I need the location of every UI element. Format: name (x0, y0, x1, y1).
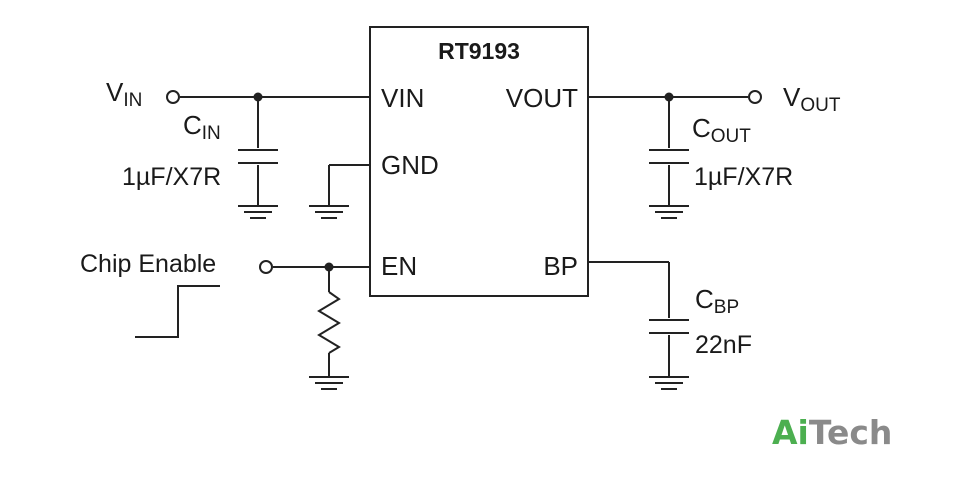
resistor-ground-symbol (309, 376, 349, 390)
cbp-value: 22nF (695, 331, 752, 359)
cbp-ground-symbol (649, 376, 689, 390)
pin-label-vin: VIN (381, 83, 424, 113)
cin-ground-symbol (238, 205, 278, 219)
vout-terminal-label: VOUT (783, 82, 841, 116)
gnd-ground-symbol (309, 205, 349, 219)
vin-net (166, 90, 370, 104)
cbp-capacitor (649, 319, 689, 376)
vout-terminal (748, 90, 762, 104)
cin-capacitor (238, 97, 278, 205)
chip-enable-label: Chip Enable (80, 250, 216, 278)
vin-terminal-label: VIN (106, 77, 142, 111)
pin-label-bp: BP (543, 251, 578, 281)
ic-body (369, 26, 589, 297)
cout-ground-symbol (649, 205, 689, 219)
en-net (259, 260, 370, 274)
vout-net (588, 90, 762, 104)
pin-label-vout: VOUT (506, 83, 578, 113)
gnd-net (328, 164, 370, 205)
aitech-logo: AiTech (772, 413, 892, 452)
cin-value: 1µF/X7R (122, 163, 221, 191)
bp-net (588, 261, 670, 318)
vin-terminal (166, 90, 180, 104)
pin-label-en: EN (381, 251, 417, 281)
cout-value: 1µF/X7R (694, 163, 793, 191)
logo-part-ai: Ai (772, 413, 809, 452)
logo-part-tech: Tech (809, 413, 893, 452)
enable-step-waveform (135, 285, 220, 338)
chip-enable-terminal (259, 260, 273, 274)
ic-title: RT9193 (438, 38, 520, 64)
cout-capacitor (649, 97, 689, 205)
cbp-label: CBP (695, 284, 739, 318)
cout-label: COUT (692, 113, 751, 147)
cin-label: CIN (183, 110, 221, 144)
en-pulldown-resistor (317, 267, 341, 376)
pin-label-gnd: GND (381, 150, 439, 180)
